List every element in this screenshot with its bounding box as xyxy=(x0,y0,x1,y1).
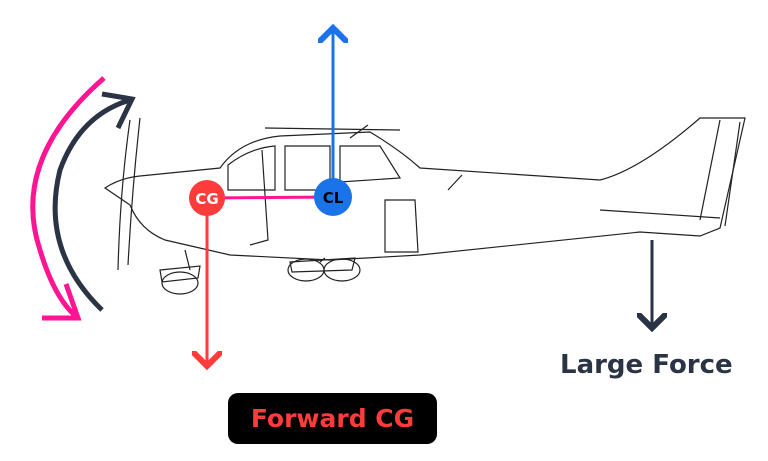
cg-marker xyxy=(189,180,225,216)
pitch-arrowhead-dark xyxy=(101,91,136,130)
forward-cg-text: Forward CG xyxy=(250,404,415,433)
cg-label: CG xyxy=(195,190,218,208)
cl-label: CL xyxy=(323,189,344,207)
large-force-label: Large Force xyxy=(560,350,733,380)
moment-arm-line xyxy=(206,195,334,200)
cl-marker xyxy=(314,178,352,216)
pitch-down-arrow-pink xyxy=(30,76,106,320)
pitch-down-arrowhead-pink xyxy=(42,283,82,321)
forward-cg-caption: Forward CG xyxy=(228,393,437,444)
pitch-arrow-dark xyxy=(52,97,131,312)
airplane-drawing xyxy=(103,117,746,295)
